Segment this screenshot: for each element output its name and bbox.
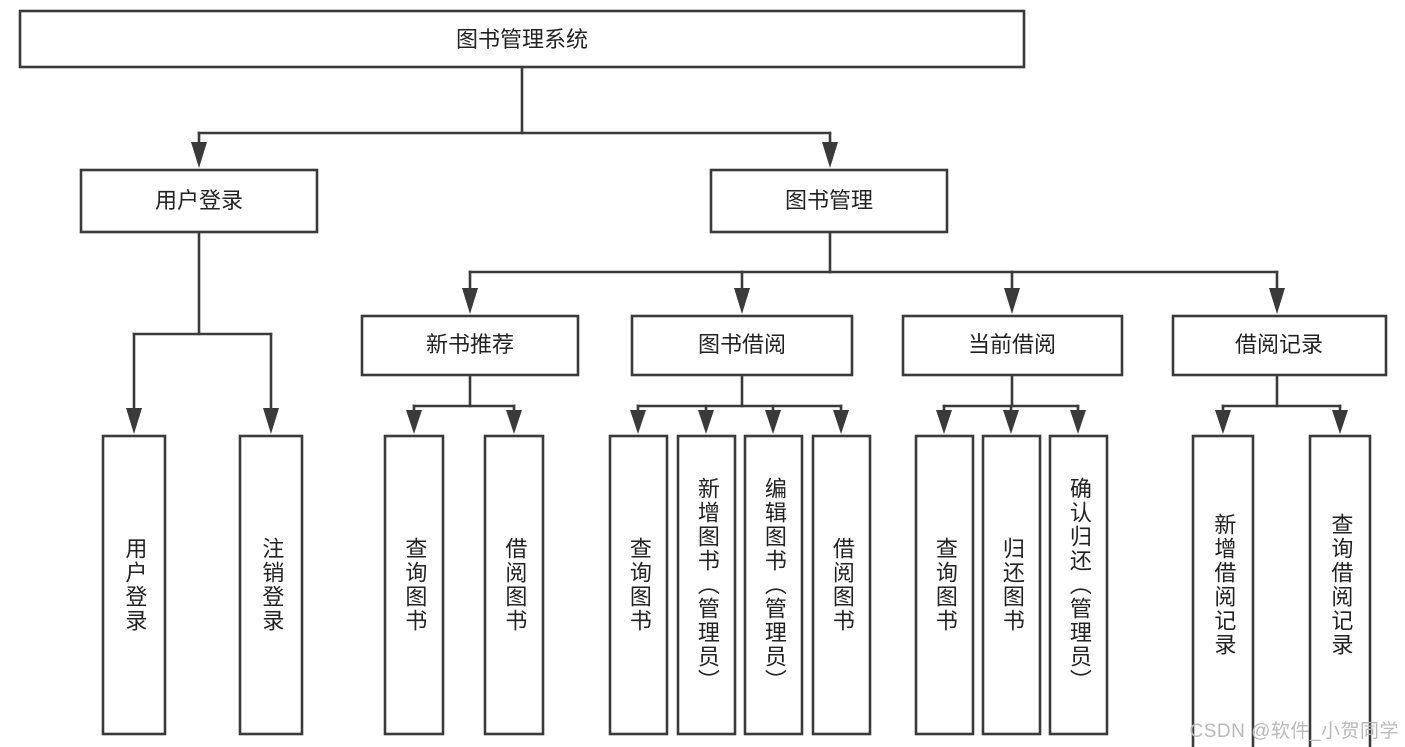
arrow-to-leaf-return-book [1003, 410, 1019, 434]
arrow-to-leaf-borrow-book-1 [506, 410, 522, 434]
arrow-to-book-borrow [734, 288, 750, 314]
arrow-to-leaf-query-record [1332, 410, 1348, 434]
node-borrow-record-label: 借阅记录 [1235, 332, 1323, 357]
node-root-box[interactable] [18, 9, 1026, 69]
node-book-borrow-label: 图书借阅 [698, 332, 786, 357]
node-root-label: 图书管理系统 [456, 27, 588, 52]
connectors-new-book-recommend-to-leaves [406, 373, 522, 434]
connectors-borrow-record-to-leaves [1215, 373, 1348, 434]
node-leaf-borrow-book-2-box[interactable] [811, 434, 872, 736]
node-leaf-edit-book-box[interactable] [743, 434, 804, 736]
arrow-to-leaf-query-book-3 [936, 410, 952, 434]
node-user-login-box[interactable] [79, 168, 319, 234]
node-borrow-record[interactable]: 借阅记录 [1171, 314, 1388, 377]
arrow-to-current-borrow [1004, 288, 1020, 314]
node-user-login-label: 用户登录 [155, 188, 243, 213]
arrow-to-leaf-user-login [126, 408, 142, 434]
connectors-user-login-to-leaves [126, 230, 279, 434]
node-current-borrow-box[interactable] [901, 314, 1124, 377]
connectors-root-to-level2 [191, 65, 838, 168]
node-leaf-query-book-1-box[interactable] [383, 434, 445, 736]
node-book-management-label: 图书管理 [785, 188, 873, 213]
arrow-to-leaf-query-book-2 [630, 410, 646, 434]
node-new-book-recommend[interactable]: 新书推荐 [360, 314, 580, 377]
connectors-book-management-to-level3 [462, 230, 1285, 314]
csdn-watermark: CSDN @软件_小贺同学 [1189, 721, 1399, 742]
node-borrow-record-box[interactable] [1171, 314, 1388, 377]
node-new-book-recommend-box[interactable] [360, 314, 580, 377]
connectors-book-borrow-to-leaves [630, 373, 849, 434]
arrow-to-leaf-query-book-1 [406, 410, 422, 434]
node-leaf-query-book-3-box[interactable] [914, 434, 975, 736]
node-leaf-add-book-box[interactable] [676, 434, 737, 736]
node-leaf-add-record-box[interactable] [1191, 434, 1255, 747]
arrow-to-user-login [191, 142, 207, 168]
node-leaf-user-login-box[interactable] [101, 434, 167, 736]
node-leaf-logout-login-box[interactable] [238, 434, 304, 736]
arrow-to-leaf-borrow-book-2 [833, 410, 849, 434]
node-book-borrow-box[interactable] [630, 314, 854, 377]
arrow-to-borrow-record [1269, 288, 1285, 314]
node-leaf-query-record-box[interactable] [1308, 434, 1372, 747]
node-book-management-box[interactable] [709, 168, 949, 234]
node-new-book-recommend-label: 新书推荐 [426, 332, 514, 357]
node-current-borrow[interactable]: 当前借阅 [901, 314, 1124, 377]
node-current-borrow-label: 当前借阅 [968, 332, 1056, 357]
arrow-to-leaf-logout-login [263, 408, 279, 434]
arrow-to-leaf-add-book [698, 410, 714, 434]
node-leaf-query-book-2-box[interactable] [608, 434, 669, 736]
arrow-to-leaf-add-record [1215, 410, 1231, 434]
node-leaf-borrow-book-1-box[interactable] [483, 434, 545, 736]
connectors-current-borrow-to-leaves [936, 373, 1086, 434]
leaf-boxes [101, 434, 1372, 747]
arrow-to-leaf-confirm-return [1070, 410, 1086, 434]
node-root[interactable]: 图书管理系统 [18, 9, 1026, 69]
arrow-to-leaf-edit-book [765, 410, 781, 434]
node-leaf-return-book-box[interactable] [981, 434, 1042, 736]
arrow-to-new-book-recommend [462, 288, 478, 314]
node-book-management[interactable]: 图书管理 [709, 168, 949, 234]
node-book-borrow[interactable]: 图书借阅 [630, 314, 854, 377]
node-user-login[interactable]: 用户登录 [79, 168, 319, 234]
node-leaf-confirm-return-box[interactable] [1048, 434, 1109, 736]
arrow-to-book-management [822, 142, 838, 168]
